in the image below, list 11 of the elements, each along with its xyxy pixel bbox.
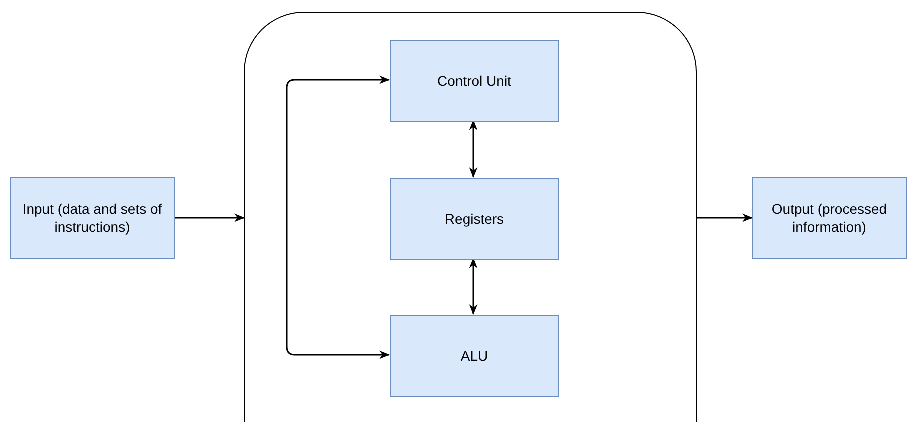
process-box: Output (processed information) (752, 177, 907, 259)
process-box: ALU (390, 315, 559, 397)
arrow (175, 214, 246, 222)
process-box: Input (data and sets of instructions) (10, 177, 175, 259)
process-box: Control Unit (390, 40, 559, 122)
arrow (469, 120, 478, 178)
process-box: Registers (390, 178, 559, 260)
arrow (469, 258, 478, 316)
arrow (697, 214, 754, 222)
arrow (286, 76, 390, 360)
container-outline (244, 12, 697, 422)
